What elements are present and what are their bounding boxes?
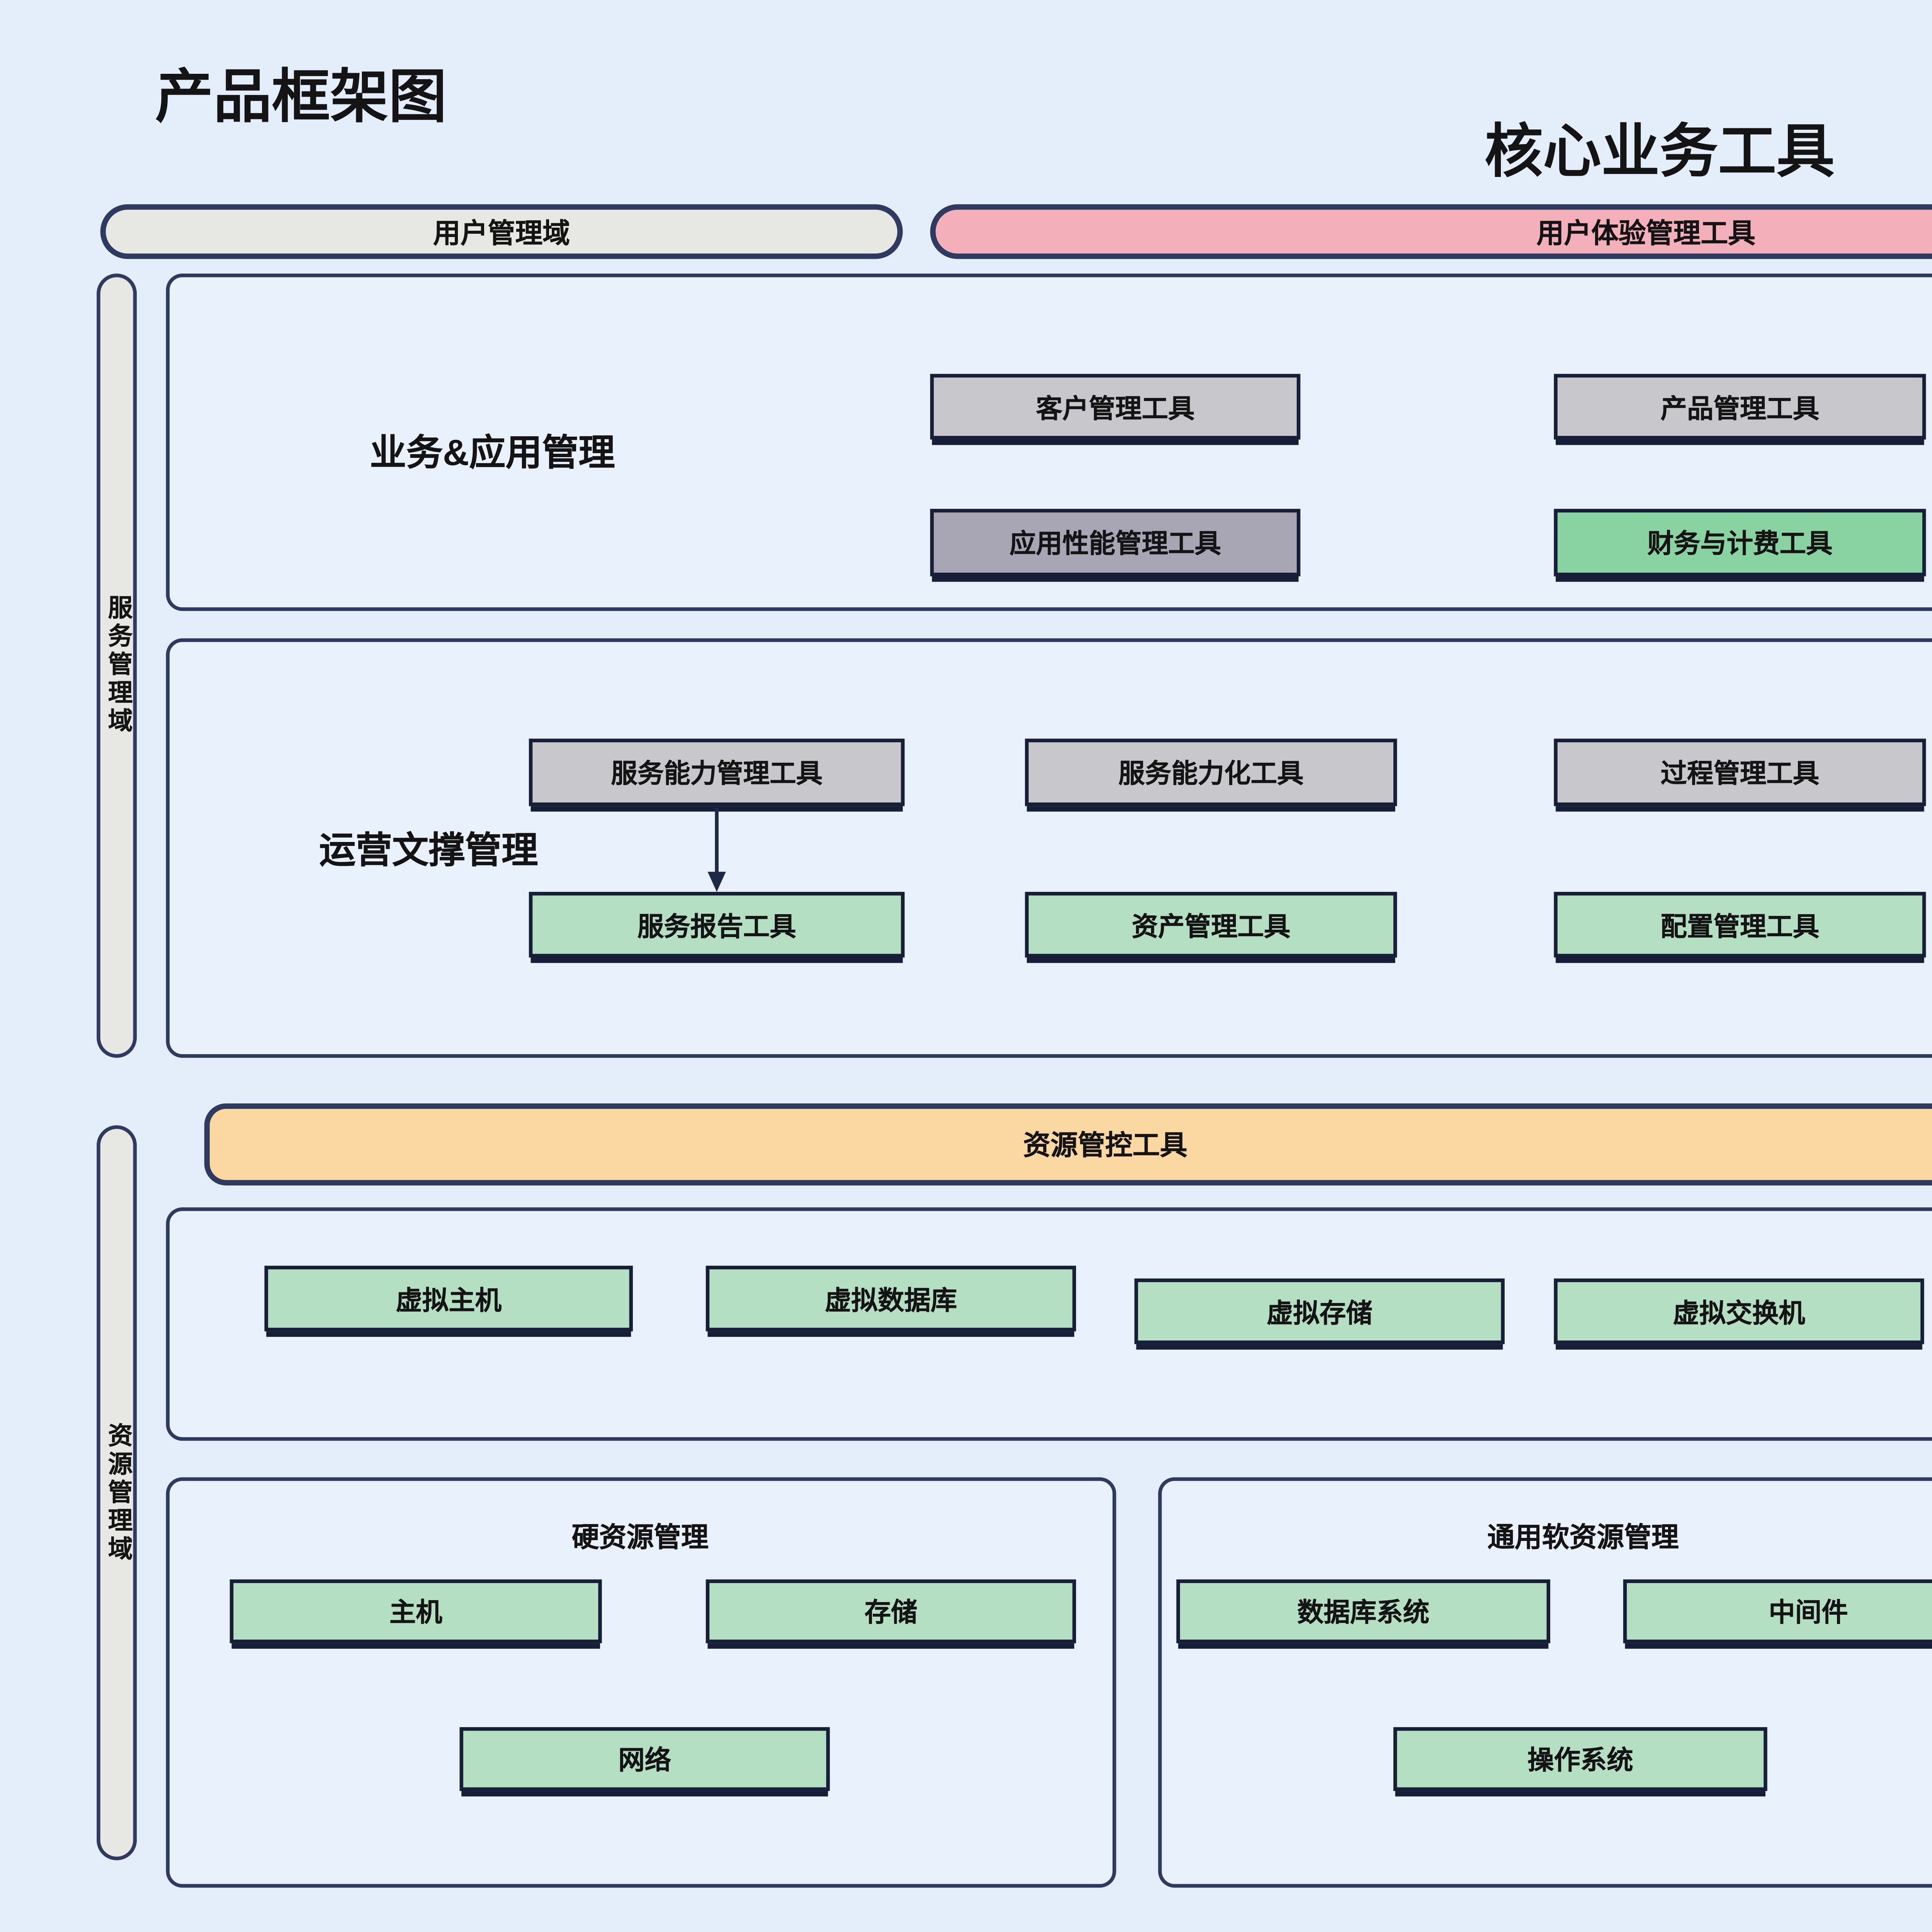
- section-soft-resources: [1158, 1477, 1932, 1888]
- pill-resource-domain: 资源管理域: [97, 1125, 137, 1861]
- box-process-mgmt-tool: 过程管理工具: [1554, 738, 1926, 806]
- box-config-mgmt-tool: 配置管理工具: [1554, 892, 1926, 957]
- box-apm-tool: 应用性能管理工具: [930, 509, 1301, 577]
- box-billing-tool: 财务与计费工具: [1554, 509, 1926, 577]
- box-virtual-switch: 虚拟交换机: [1554, 1278, 1924, 1344]
- box-virtual-host: 虚拟主机: [264, 1265, 633, 1332]
- bar-resource-control-tool: 资源管控工具: [204, 1103, 1932, 1185]
- box-middleware: 中间件: [1623, 1579, 1932, 1643]
- arrow-down-icon: [707, 808, 726, 892]
- box-storage: 存储: [706, 1579, 1076, 1643]
- section-soft-label: 通用软资源管理: [1487, 1523, 1679, 1554]
- header-core-tools: 核心业务工具: [1485, 118, 1835, 184]
- section-hard-resources: [166, 1477, 1116, 1888]
- box-virtual-database: 虚拟数据库: [706, 1265, 1076, 1332]
- box-customer-mgmt-tool: 客户管理工具: [930, 374, 1301, 440]
- box-service-servicization-tool: 服务能力化工具: [1025, 738, 1397, 806]
- page-title: 产品框架图: [155, 64, 447, 130]
- section-ops-label: 运营文撑管理: [319, 832, 538, 872]
- box-os: 操作系统: [1393, 1727, 1767, 1791]
- pill-service-domain: 服务管理域: [97, 273, 137, 1058]
- pill-ux-tool: 用户体验管理工具: [930, 204, 1932, 259]
- box-virtual-storage: 虚拟存储: [1134, 1278, 1505, 1344]
- box-host: 主机: [230, 1579, 602, 1643]
- box-service-report-tool: 服务报告工具: [529, 892, 905, 957]
- section-hard-label: 硬资源管理: [571, 1523, 709, 1554]
- section-ops-support-mgmt: [166, 638, 1932, 1058]
- pill-user-domain: 用户管理域: [100, 204, 903, 259]
- box-db-system: 数据库系统: [1176, 1579, 1550, 1643]
- box-product-mgmt-tool: 产品管理工具: [1554, 374, 1926, 440]
- section-biz-app-label: 业务&应用管理: [370, 434, 615, 474]
- box-asset-mgmt-tool: 资产管理工具: [1025, 892, 1397, 957]
- box-service-capability-mgmt-tool: 服务能力管理工具: [529, 738, 905, 806]
- box-network: 网络: [459, 1727, 830, 1791]
